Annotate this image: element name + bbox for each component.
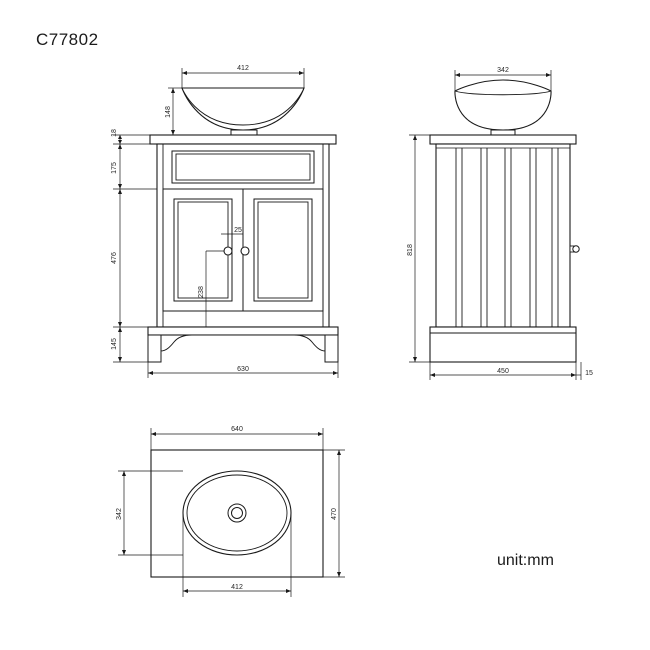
dim-470: 470 xyxy=(331,508,338,520)
dim-818: 818 xyxy=(407,244,414,256)
side-slat-lines xyxy=(455,148,559,327)
plan-dimension-labels: 640 470 342 412 xyxy=(116,426,338,591)
side-elevation-view xyxy=(429,79,580,363)
dim-238: 238 xyxy=(198,286,205,298)
dim-412-front: 412 xyxy=(237,65,249,72)
dim-640: 640 xyxy=(231,426,243,433)
dim-148: 148 xyxy=(165,106,172,118)
plan-dimension-lines xyxy=(118,428,345,597)
dim-476: 476 xyxy=(111,252,118,264)
side-cabinet-body xyxy=(435,143,571,328)
front-door-right xyxy=(242,188,324,312)
front-countertop xyxy=(149,134,337,145)
page-title: C77802 xyxy=(36,30,99,49)
front-dimension-labels: 412 148 18 175 476 145 630 25 238 xyxy=(111,65,249,373)
side-door-knob xyxy=(569,245,580,253)
front-elevation-view xyxy=(147,87,339,363)
plan-drain-inner xyxy=(231,507,243,519)
side-plinth xyxy=(429,326,577,363)
door-knob-left xyxy=(223,246,233,256)
dim-145: 145 xyxy=(111,338,118,350)
front-drawer-panel xyxy=(163,150,323,190)
dim-342-side: 342 xyxy=(497,67,509,74)
unit-note: unit:mm xyxy=(497,552,554,569)
side-basin xyxy=(454,79,552,136)
front-plinth xyxy=(147,326,339,363)
dim-15: 15 xyxy=(585,370,593,377)
dim-175: 175 xyxy=(111,162,118,174)
front-basin xyxy=(181,87,305,136)
dim-412-plan: 412 xyxy=(231,584,243,591)
dim-25: 25 xyxy=(234,227,242,234)
dim-342-plan: 342 xyxy=(116,508,123,520)
side-countertop xyxy=(429,134,577,145)
front-dimension-lines xyxy=(113,68,339,378)
dim-450: 450 xyxy=(497,368,509,375)
side-dimension-labels: 342 818 450 15 xyxy=(407,67,593,377)
dim-630: 630 xyxy=(237,366,249,373)
dim-18: 18 xyxy=(111,129,118,137)
side-dimension-lines xyxy=(409,70,582,380)
door-knob-right xyxy=(240,246,250,256)
plan-view xyxy=(150,449,324,578)
